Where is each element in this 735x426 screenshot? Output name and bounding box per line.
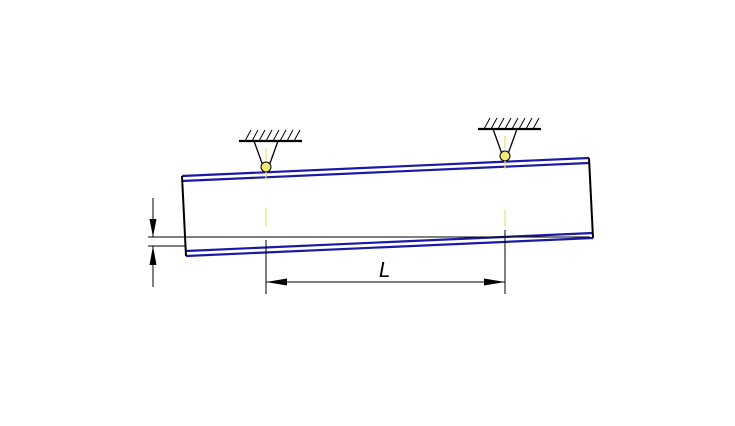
span-label: L xyxy=(379,258,390,282)
beam-right-end xyxy=(588,157,594,239)
span-arrow-right xyxy=(484,278,505,286)
span-arrow-left xyxy=(266,278,287,286)
left-support-ball xyxy=(260,161,272,173)
offset-arrow-down xyxy=(149,219,157,237)
beam-left-end xyxy=(181,175,187,257)
beam xyxy=(181,156,594,258)
support-centerlines xyxy=(265,136,506,226)
beam-bottom-edge-inner xyxy=(185,231,594,253)
right-support-hatching xyxy=(483,117,540,130)
left-support xyxy=(239,129,302,173)
right-support xyxy=(478,117,541,162)
offset-reference-lines xyxy=(148,236,590,247)
left-support-hatching xyxy=(244,129,301,142)
offset-arrow-up xyxy=(149,246,157,265)
offset-dimension xyxy=(149,198,157,287)
right-support-ball xyxy=(499,150,511,162)
beam-top-edge-inner xyxy=(181,161,590,183)
beam-top-edge-outer xyxy=(181,156,590,178)
span-dimension: L xyxy=(265,230,506,294)
beam-bottom-edge-outer xyxy=(185,236,594,258)
